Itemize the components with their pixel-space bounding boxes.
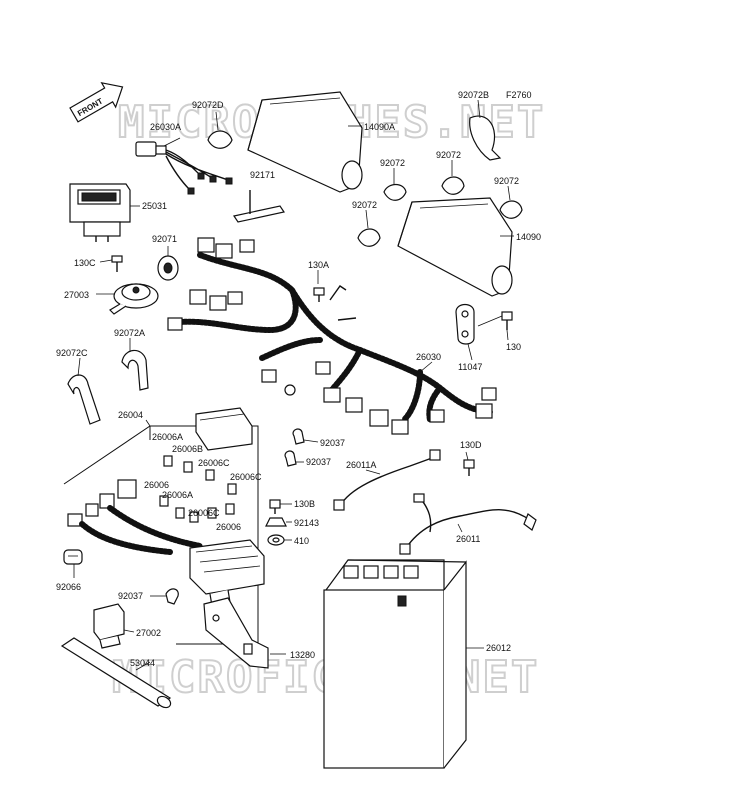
fuse-box-body-icon bbox=[189, 539, 265, 607]
label-92071: 92071 bbox=[152, 234, 177, 244]
label-92171: 92171 bbox=[250, 170, 275, 180]
label-92072b: 92072B bbox=[458, 90, 489, 100]
label-26006a-1: 26006A bbox=[152, 432, 183, 442]
label-92072d: 92072D bbox=[192, 100, 224, 110]
fuse-box-lid-icon bbox=[195, 407, 253, 451]
label-11047: 11047 bbox=[458, 362, 482, 372]
label-92037-c: 92037 bbox=[118, 591, 143, 601]
label-92072a: 92072A bbox=[114, 328, 145, 338]
clamp-92072b-icon bbox=[469, 115, 502, 161]
label-92072-d: 92072 bbox=[494, 176, 519, 186]
clamp-92072-b-icon bbox=[441, 176, 465, 195]
label-26006c-3: 26006C bbox=[188, 508, 220, 518]
bolt-130d-icon bbox=[463, 459, 475, 476]
grommet-92071-icon bbox=[157, 255, 179, 281]
clamp-92072-c-icon bbox=[357, 228, 381, 247]
battery-26012-icon bbox=[323, 559, 467, 769]
label-26006b: 26006B bbox=[172, 444, 203, 454]
label-26006c-2: 26006C bbox=[230, 472, 262, 482]
cable-26011-icon bbox=[399, 493, 537, 555]
cable-26011a-icon bbox=[333, 449, 441, 511]
label-26012: 26012 bbox=[486, 643, 511, 653]
cover-14090a-icon bbox=[247, 91, 363, 193]
label-92072-b: 92072 bbox=[436, 150, 461, 160]
label-26006a-2: 26006A bbox=[162, 490, 193, 500]
clamp-92072a-icon bbox=[121, 349, 149, 391]
washer-410-icon bbox=[267, 534, 285, 546]
label-25031: 25031 bbox=[142, 201, 167, 211]
bolt-130-icon bbox=[501, 311, 513, 330]
bracket-92171-icon bbox=[233, 190, 285, 223]
spacer-92143-icon bbox=[265, 517, 287, 527]
assembly-connectors-icon bbox=[67, 479, 203, 555]
label-92037-b: 92037 bbox=[306, 457, 331, 467]
clip-92037-c-icon bbox=[165, 588, 179, 605]
hour-meter-25031-icon bbox=[69, 183, 131, 242]
label-26030a: 26030A bbox=[150, 122, 181, 132]
label-26006c-1: 26006C bbox=[198, 458, 230, 468]
label-26011a: 26011A bbox=[346, 460, 376, 470]
label-14090a: 14090A bbox=[364, 122, 395, 132]
label-14090: 14090 bbox=[516, 232, 541, 242]
label-26006-1: 26006 bbox=[144, 480, 169, 490]
label-92066: 92066 bbox=[56, 582, 81, 592]
cover-14090-icon bbox=[397, 197, 513, 297]
label-92143: 92143 bbox=[294, 518, 319, 528]
clip-92037-b-icon bbox=[284, 450, 297, 467]
bolt-130a-icon bbox=[313, 287, 325, 302]
grommet-92066-icon bbox=[63, 549, 83, 565]
bracket-11047-icon bbox=[455, 303, 475, 345]
label-92072-c: 92072 bbox=[352, 200, 377, 210]
label-92037-a: 92037 bbox=[320, 438, 345, 448]
label-26004: 26004 bbox=[118, 410, 143, 420]
horn-27003-icon bbox=[109, 283, 159, 315]
label-130c: 130C bbox=[74, 258, 96, 268]
label-26030: 26030 bbox=[416, 352, 441, 362]
label-26006-2: 26006 bbox=[216, 522, 241, 532]
sub-harness-26030a-icon bbox=[135, 141, 233, 195]
fuse-26006-series-icon bbox=[159, 455, 237, 523]
bolt-130c-icon bbox=[111, 255, 123, 272]
label-27002: 27002 bbox=[136, 628, 161, 638]
label-13280: 13280 bbox=[290, 650, 315, 660]
clip-92037-a-icon bbox=[292, 428, 305, 445]
clamp-92072c-icon bbox=[67, 374, 101, 425]
label-130: 130 bbox=[506, 342, 521, 352]
label-27003: 27003 bbox=[64, 290, 89, 300]
clamp-92072-a-icon bbox=[383, 183, 407, 201]
label-26011: 26011 bbox=[456, 534, 480, 544]
label-130a: 130A bbox=[308, 260, 329, 270]
label-92072-a: 92072 bbox=[380, 158, 405, 168]
label-53044: 53044 bbox=[130, 658, 155, 668]
label-410: 410 bbox=[294, 536, 309, 546]
clamp-92072d-icon bbox=[207, 130, 233, 149]
tube-53044-icon bbox=[60, 637, 172, 709]
label-130d: 130D bbox=[460, 440, 482, 450]
bracket-13280-icon bbox=[203, 597, 269, 669]
figure-code: F2760 bbox=[506, 90, 532, 100]
main-harness-26030-icon bbox=[167, 237, 497, 435]
relay-27002-icon bbox=[93, 603, 125, 649]
label-130b: 130B bbox=[294, 499, 315, 509]
clamp-92072-d-icon bbox=[499, 200, 523, 219]
bolt-130b-icon bbox=[269, 499, 281, 514]
label-92072c: 92072C bbox=[56, 348, 88, 358]
